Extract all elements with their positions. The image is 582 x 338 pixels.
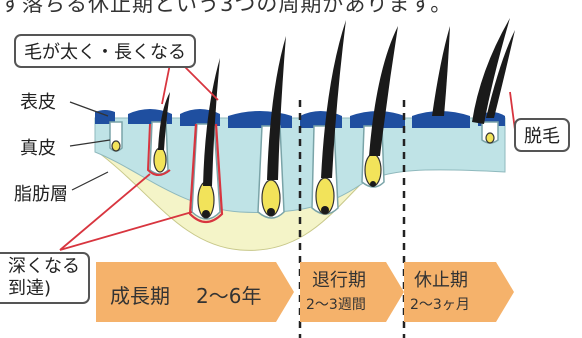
- catagen-phase-arrow: [300, 262, 404, 322]
- hair-bulbs: [111, 132, 495, 219]
- epidermis-label: 表皮: [20, 92, 56, 113]
- header-text: す落ちる休止期という3つの周期があります。: [0, 0, 453, 16]
- growth-phase-period: 2〜6年: [196, 284, 262, 308]
- growth-phase-name: 成長期: [110, 284, 170, 308]
- hair-roots: [202, 181, 376, 218]
- deepen-callout-line1: 深くなる: [8, 256, 80, 277]
- telogen-phase-arrow: [404, 262, 514, 322]
- thicken-callout: 毛が太く・長くなる: [14, 34, 196, 68]
- dermis-label: 真皮: [20, 138, 56, 159]
- fat-label: 脂肪層: [14, 184, 68, 205]
- shallow-follicle-outline: [146, 123, 171, 176]
- hair-shafts: [158, 20, 515, 186]
- catagen-phase-name: 退行期: [312, 270, 366, 291]
- deepen-callout-line2: 到達): [8, 278, 52, 299]
- telogen-phase-period: 2〜3ヶ月: [410, 297, 470, 313]
- telogen-phase-name: 休止期: [414, 270, 468, 291]
- callout-lines: [59, 53, 516, 251]
- shedding-callout: 脱毛: [514, 118, 570, 152]
- layer-leaders: [69, 101, 111, 191]
- deep-follicle-outline: [188, 123, 224, 224]
- deepen-callout: 深くなる 到達): [0, 252, 90, 304]
- growth-phase-arrow: [96, 262, 294, 322]
- catagen-phase-period: 2〜3週間: [306, 297, 366, 313]
- shed-hair: [472, 18, 510, 124]
